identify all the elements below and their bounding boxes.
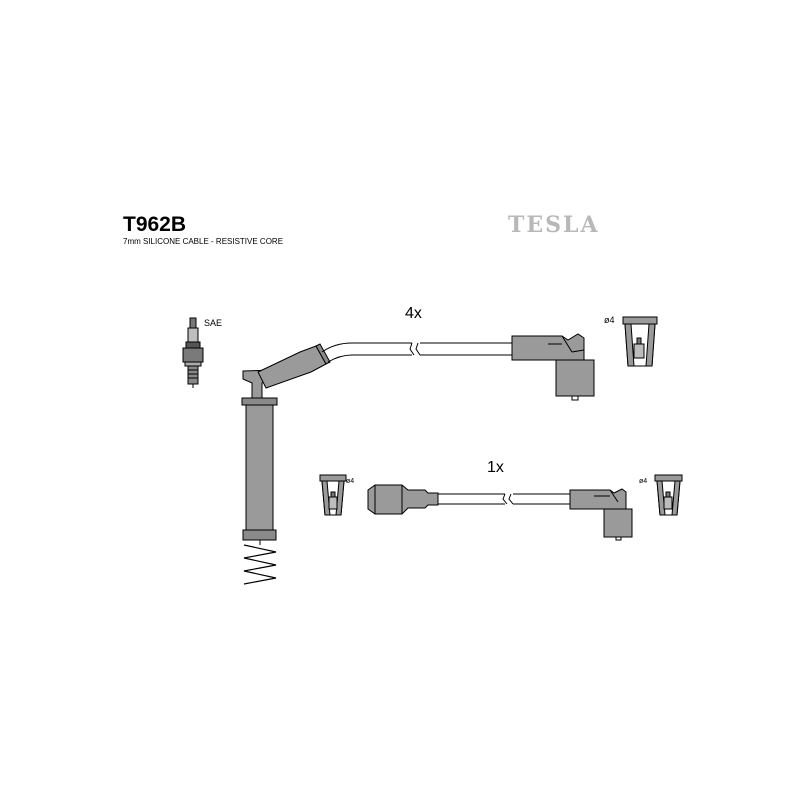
cable-set-b (438, 493, 570, 505)
straight-boot-b (367, 484, 439, 515)
plug-boot-long (241, 369, 278, 585)
cable-a-quantity: 4x (405, 305, 422, 322)
cable-set-a (321, 342, 512, 363)
terminal-b-left-icon (319, 474, 347, 516)
terminal-a-diameter: ø4 (604, 315, 615, 325)
angled-boot-a (257, 343, 331, 389)
terminal-b-right-icon (654, 474, 683, 516)
cable-b-quantity: 1x (487, 459, 504, 476)
spark-plug-label: SAE (204, 318, 222, 328)
cable-description: 7mm SILICONE CABLE - RESISTIVE CORE (123, 237, 284, 246)
brand-logo: TESLA (508, 212, 600, 238)
angled-connector-b (569, 488, 633, 541)
angled-connector-a (511, 333, 595, 401)
terminal-b-right-diameter: ø4 (639, 478, 647, 485)
part-number: T962B (123, 213, 187, 236)
terminal-b-left-diameter: ø4 (346, 478, 354, 485)
spark-plug-icon (182, 317, 204, 388)
terminal-a-icon (622, 316, 658, 367)
